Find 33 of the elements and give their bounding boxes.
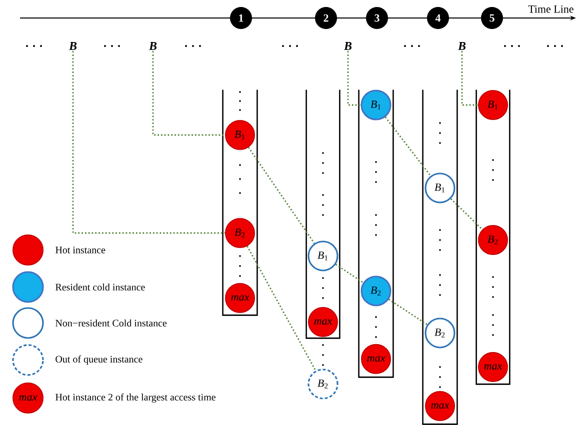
axis-title: Time Line bbox=[528, 5, 574, 13]
ellipsis-dots: . . . bbox=[104, 45, 120, 47]
dotted-connector bbox=[347, 51, 361, 106]
legend-text: Hot instance bbox=[56, 246, 106, 254]
block-label: B bbox=[344, 42, 352, 50]
queue-tube bbox=[422, 90, 458, 425]
ellipsis-dots: . . . bbox=[185, 45, 201, 47]
legend-text: Hot instance 2 of the largest access time bbox=[56, 393, 216, 403]
dotted-connector bbox=[248, 146, 315, 244]
block-label: B bbox=[458, 42, 466, 50]
dotted-connector bbox=[450, 198, 483, 230]
ellipsis-dots: . . . bbox=[26, 45, 42, 47]
dotted-connector bbox=[384, 116, 432, 176]
dotted-connector bbox=[246, 246, 316, 371]
queue-tube bbox=[476, 90, 510, 385]
ellipsis-dots: . . . bbox=[504, 45, 520, 47]
queue-tube bbox=[358, 90, 394, 378]
queue-tube bbox=[222, 90, 258, 316]
ellipsis-dots: . . . bbox=[404, 45, 420, 47]
dotted-connector bbox=[72, 51, 225, 234]
legend-text: Out of queue instance bbox=[56, 355, 142, 365]
swatch-label: max bbox=[19, 395, 38, 401]
dotted-connector bbox=[335, 264, 364, 284]
dotted-connector bbox=[461, 51, 478, 106]
block-label: B bbox=[68, 42, 77, 50]
queue-tube bbox=[306, 90, 340, 339]
ellipsis-dots: . . . bbox=[547, 45, 563, 47]
legend-text: Non−resident Cold instance bbox=[56, 319, 167, 326]
dotted-connector bbox=[152, 51, 225, 136]
ellipsis-dots: . . . bbox=[282, 45, 298, 47]
block-label: B bbox=[148, 42, 157, 50]
legend-text: Resident cold instance bbox=[56, 283, 145, 290]
dotted-connector bbox=[388, 298, 428, 326]
